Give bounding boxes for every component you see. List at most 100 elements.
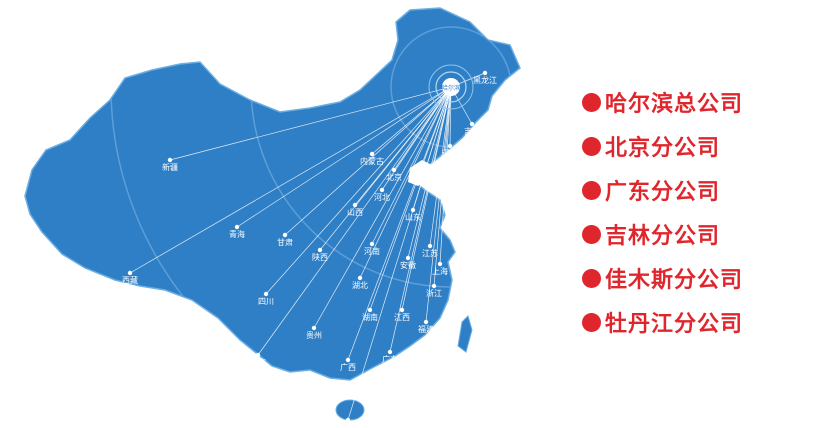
city-dot-xizang (127, 270, 133, 276)
red-dot-icon (582, 312, 601, 332)
route-line-gansu (284, 86, 452, 236)
red-dot-icon (582, 224, 601, 244)
province-label-shanxi: 山西 (347, 207, 363, 217)
route-line-henan (371, 86, 452, 245)
legend-item-beijing: 北京分公司 (582, 124, 812, 168)
route-line-shaanxi (319, 86, 452, 251)
province-label-xizang: 西藏 (122, 275, 138, 285)
city-dot-yunnan (255, 352, 261, 358)
legend-label: 哈尔滨总公司 (605, 92, 744, 117)
city-dot-shaanxi (317, 247, 323, 253)
city-dot-anhui (405, 255, 411, 261)
route-line-zhejiang (433, 86, 452, 287)
province-label-gansu: 甘肃 (277, 237, 293, 247)
city-dot-jiangsu (427, 243, 433, 249)
route-line-fujian (425, 86, 452, 323)
city-dot-xinjiang (167, 157, 173, 163)
province-label-yunnan: 云南 (250, 357, 266, 367)
city-dot-shandong (410, 207, 416, 213)
city-dot-qinghai (234, 224, 240, 230)
route-line-hunan (369, 86, 452, 311)
province-label-zhejiang: 浙江 (426, 288, 442, 298)
province-label-jilin: 吉林 (464, 126, 480, 136)
route-lines (129, 72, 486, 421)
city-dot-liaoning (447, 143, 453, 149)
taiwan-island (457, 315, 473, 353)
province-label-qinghai: 青海 (229, 229, 245, 239)
province-label-guizhou: 贵州 (306, 330, 322, 340)
hub-label: 哈尔滨 (442, 84, 460, 92)
province-label-jiangsu: 江苏 (422, 248, 438, 258)
route-line-hebei (381, 86, 452, 191)
city-dot-beijing (391, 167, 397, 173)
red-dot-icon (582, 180, 601, 200)
province-label-sichuan: 四川 (258, 297, 274, 306)
red-dot-icon (582, 268, 601, 288)
route-line-guizhou (313, 86, 452, 329)
province-label-hubei: 湖北 (352, 281, 368, 290)
route-line-sichuan (265, 86, 452, 295)
legend-label: 吉林分公司 (605, 224, 721, 249)
china-landmass (24, 7, 521, 381)
province-label-fujian: 福建 (418, 324, 434, 334)
route-line-jiangxi (401, 86, 452, 311)
legend-label: 北京分公司 (605, 136, 721, 161)
route-line-qinghai (236, 86, 452, 228)
province-label-hainan: 海南 (340, 422, 356, 428)
city-dot-jilin (469, 121, 475, 127)
city-dot-jiangxi (399, 307, 405, 313)
route-line-guangxi (347, 86, 452, 361)
city-dot-zhejiang (431, 283, 437, 289)
province-label-neimenggu: 内蒙古 (360, 156, 384, 166)
legend-item-guangdong: 广东分公司 (582, 168, 812, 212)
legend-label: 广东分公司 (605, 180, 721, 205)
route-line-shanghai (439, 86, 452, 265)
province-label-henan: 河南 (364, 246, 380, 256)
hainan-island (335, 399, 365, 421)
route-line-xinjiang (169, 86, 452, 161)
province-label-anhui: 安徽 (400, 260, 416, 270)
city-dot-fujian (423, 319, 429, 325)
province-label-xinjiang: 新疆 (162, 162, 178, 172)
city-dot-gansu (282, 232, 288, 238)
city-dot-guangdong (387, 349, 393, 355)
route-line-jiangsu (429, 86, 452, 247)
city-dot-hunan (367, 307, 373, 313)
route-line-guangdong (389, 86, 452, 353)
province-label-heilongjiang: 黑龙江 (473, 75, 497, 85)
province-label-hebei: 河北 (374, 192, 390, 202)
city-dot-guangxi (345, 357, 351, 363)
city-dot-guizhou (311, 325, 317, 331)
legend-item-jilin: 吉林分公司 (582, 212, 812, 256)
legend-item-harbin-hq: 哈尔滨总公司 (582, 80, 812, 124)
hub-dot (442, 78, 460, 96)
province-labels: 黑龙江吉林辽宁内蒙古新疆北京河北山西山东青海甘肃陕西河南江苏上海安徽西藏湖北浙江… (122, 70, 497, 428)
legend-label: 牡丹江分公司 (605, 312, 744, 337)
red-dot-icon (582, 136, 601, 156)
legend-item-mudanjiang: 牡丹江分公司 (582, 300, 812, 344)
legend-label: 佳木斯分公司 (605, 268, 744, 293)
province-label-shaanxi: 陕西 (312, 252, 328, 262)
city-dot-shanghai (437, 261, 443, 267)
province-label-liaoning: 辽宁 (442, 148, 458, 158)
city-dot-hubei (357, 275, 363, 281)
red-dot-icon (582, 92, 601, 112)
route-line-hubei (359, 86, 452, 279)
city-dot-sichuan (263, 291, 269, 297)
city-dot-hainan (345, 417, 351, 423)
hub-marker: 哈尔滨 (428, 64, 474, 110)
route-line-xizang (129, 86, 452, 274)
province-label-guangdong: 广东 (382, 354, 398, 364)
province-label-jiangxi: 江西 (394, 313, 410, 322)
route-line-anhui (407, 86, 452, 259)
china-map-panel: 黑龙江吉林辽宁内蒙古新疆北京河北山西山东青海甘肃陕西河南江苏上海安徽西藏湖北浙江… (24, 7, 521, 428)
province-label-beijing: 北京 (386, 172, 402, 182)
city-dot-hebei (379, 187, 385, 193)
legend-item-jiamusi: 佳木斯分公司 (582, 256, 812, 300)
province-label-guangxi: 广西 (340, 362, 356, 372)
province-label-shanghai: 上海 (432, 266, 448, 276)
china-map: 黑龙江吉林辽宁内蒙古新疆北京河北山西山东青海甘肃陕西河南江苏上海安徽西藏湖北浙江… (24, 7, 521, 428)
route-line-neimenggu (371, 86, 452, 155)
city-dot-shanxi (352, 202, 358, 208)
route-line-liaoning (449, 86, 452, 147)
